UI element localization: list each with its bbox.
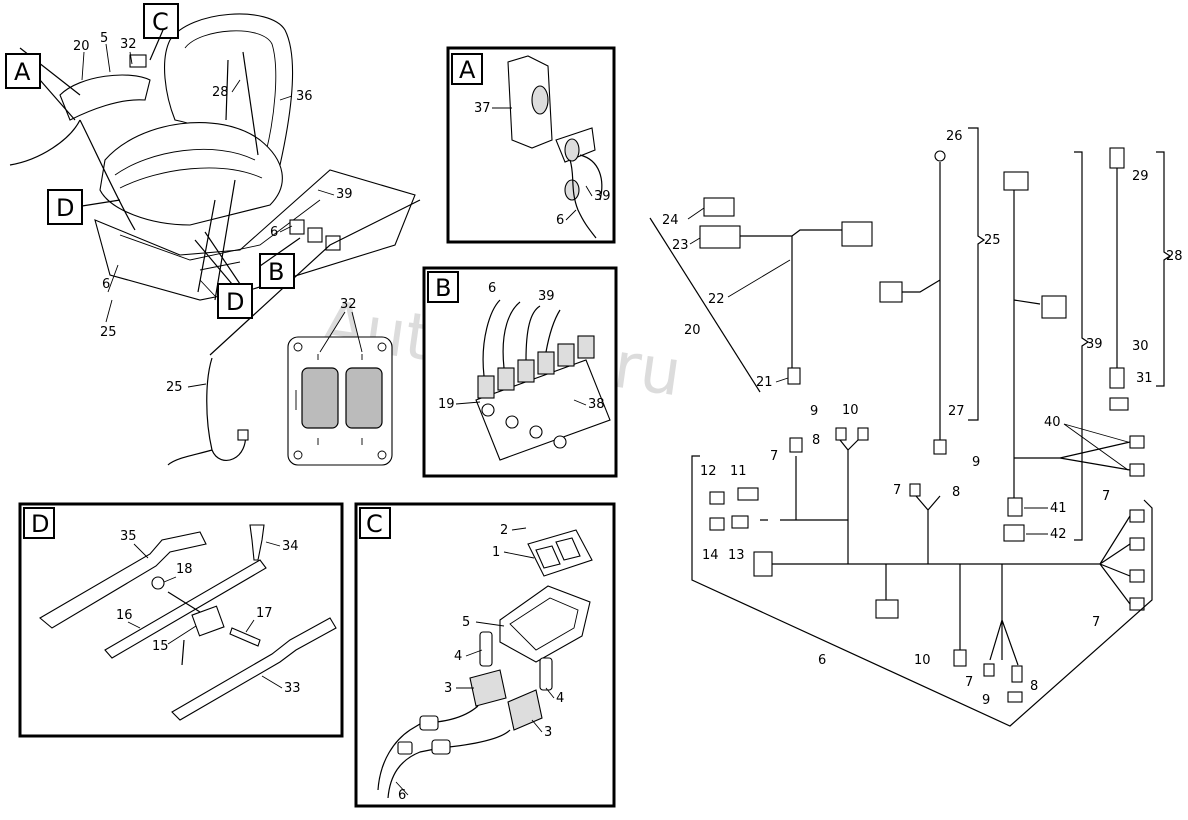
overview-label-28: 28 [212, 85, 229, 100]
harness-label-12: 12 [700, 464, 717, 479]
panel-c-label-4b: 4 [556, 691, 564, 706]
harness-label-7c: 7 [1102, 489, 1110, 504]
panel-c-label-4a: 4 [454, 649, 462, 664]
overview-label-25: 25 [100, 325, 117, 340]
harness-label-21: 21 [756, 375, 773, 390]
harness-label-24: 24 [662, 213, 679, 228]
harness-label-27: 27 [948, 404, 965, 419]
detail-tag-c [143, 3, 179, 39]
seat-overview: 20 5 32 28 36 39 6 6 25 25 A C D B D [5, 3, 421, 466]
detail-tag-c-label: C [152, 8, 169, 36]
panel-d-label-33: 33 [284, 681, 301, 696]
panel-d-label-16: 16 [116, 608, 133, 623]
detail-tag-a-label: A [14, 58, 31, 86]
harness-label-26: 26 [946, 129, 963, 144]
overview-label-6b: 6 [102, 277, 110, 292]
harness-label-9a: 9 [810, 404, 818, 419]
panel-d-label-17: 17 [256, 606, 273, 621]
switch-plate: 32 [287, 297, 393, 466]
panel-c-label-5: 5 [462, 615, 470, 630]
harness-label-25: 25 [984, 233, 1001, 248]
panel-a-label-6: 6 [556, 213, 564, 228]
detail-tag-b-label: B [268, 258, 284, 286]
connector-24 [703, 197, 735, 217]
harness-label-13: 13 [728, 548, 745, 563]
switch-plate-label-32: 32 [340, 297, 357, 312]
panel-a-tag: A [459, 56, 476, 84]
panel-a-label-37: 37 [474, 101, 491, 116]
harness-label-23: 23 [672, 238, 689, 253]
harness-label-8a: 8 [812, 433, 820, 448]
panel-d-label-18: 18 [176, 562, 193, 577]
harness-label-9c: 9 [982, 693, 990, 708]
panel-b-label-38: 38 [588, 397, 605, 412]
harness-label-8c: 8 [1030, 679, 1038, 694]
harness-label-20: 20 [684, 323, 701, 338]
harness-label-8b: 8 [952, 485, 960, 500]
harness-label-6: 6 [818, 653, 826, 668]
detail-tag-d2 [217, 283, 253, 319]
harness-label-11: 11 [730, 464, 747, 479]
panel-c-tag: C [366, 510, 383, 538]
harness-label-30: 30 [1132, 339, 1149, 354]
gas-spring [225, 51, 259, 156]
panel-c-label-2: 2 [500, 523, 508, 538]
panel-a-label-39: 39 [594, 189, 611, 204]
harness-label-10b: 10 [914, 653, 931, 668]
panel-d-label-15: 15 [152, 639, 169, 654]
harness-label-10a: 10 [842, 403, 859, 418]
panel-d-tag: D [31, 510, 49, 538]
detail-tag-d-label: D [56, 194, 74, 222]
detail-tag-d2-label: D [226, 288, 244, 316]
panel-b-tag: B [435, 274, 451, 302]
panel-d-label-34: 34 [282, 539, 299, 554]
panel-c-label-1: 1 [492, 545, 500, 560]
harness-label-41: 41 [1050, 501, 1067, 516]
detail-panel-c: C 2 1 5 4 4 3 3 6 [354, 502, 616, 808]
panel-d-label-35: 35 [120, 529, 137, 544]
harness-label-7d: 7 [1092, 615, 1100, 630]
overview-label-20: 20 [73, 39, 90, 54]
harness-label-39: 39 [1086, 337, 1103, 352]
detail-panel-d: D 35 34 18 16 17 15 33 [18, 502, 344, 738]
harness-label-7a: 7 [770, 449, 778, 464]
overview-label-36: 36 [296, 89, 313, 104]
overview-label-25b: 25 [166, 380, 183, 395]
harness-label-42: 42 [1050, 527, 1067, 542]
harness-label-7b: 7 [893, 483, 901, 498]
overview-label-6: 6 [270, 225, 278, 240]
detail-panel-a: A 37 39 6 [446, 46, 616, 244]
harness-label-9b: 9 [972, 455, 980, 470]
panel-b-label-19: 19 [438, 397, 455, 412]
harness-label-22: 22 [708, 292, 725, 307]
harness-schematic: 24 23 22 20 21 26 25 27 39 41 42 40 [649, 127, 1183, 727]
panel-c-label-3b: 3 [544, 725, 552, 740]
detail-panel-b: B 6 39 19 38 [422, 266, 618, 478]
overview-label-32: 32 [120, 37, 137, 52]
panel-b-label-6: 6 [488, 281, 496, 296]
detail-tag-a [5, 53, 41, 89]
overview-label-39: 39 [336, 187, 353, 202]
panel-b-label-39: 39 [538, 289, 555, 304]
panel-c-label-6: 6 [398, 788, 406, 803]
detail-tag-d [47, 189, 83, 225]
harness-label-14: 14 [702, 548, 719, 563]
harness-label-7e: 7 [965, 675, 973, 690]
harness-label-40: 40 [1044, 415, 1061, 430]
overview-label-5: 5 [100, 31, 108, 46]
panel-c-label-3a: 3 [444, 681, 452, 696]
harness-label-29: 29 [1132, 169, 1149, 184]
harness-label-28: 28 [1166, 249, 1183, 264]
harness-label-31: 31 [1136, 371, 1153, 386]
